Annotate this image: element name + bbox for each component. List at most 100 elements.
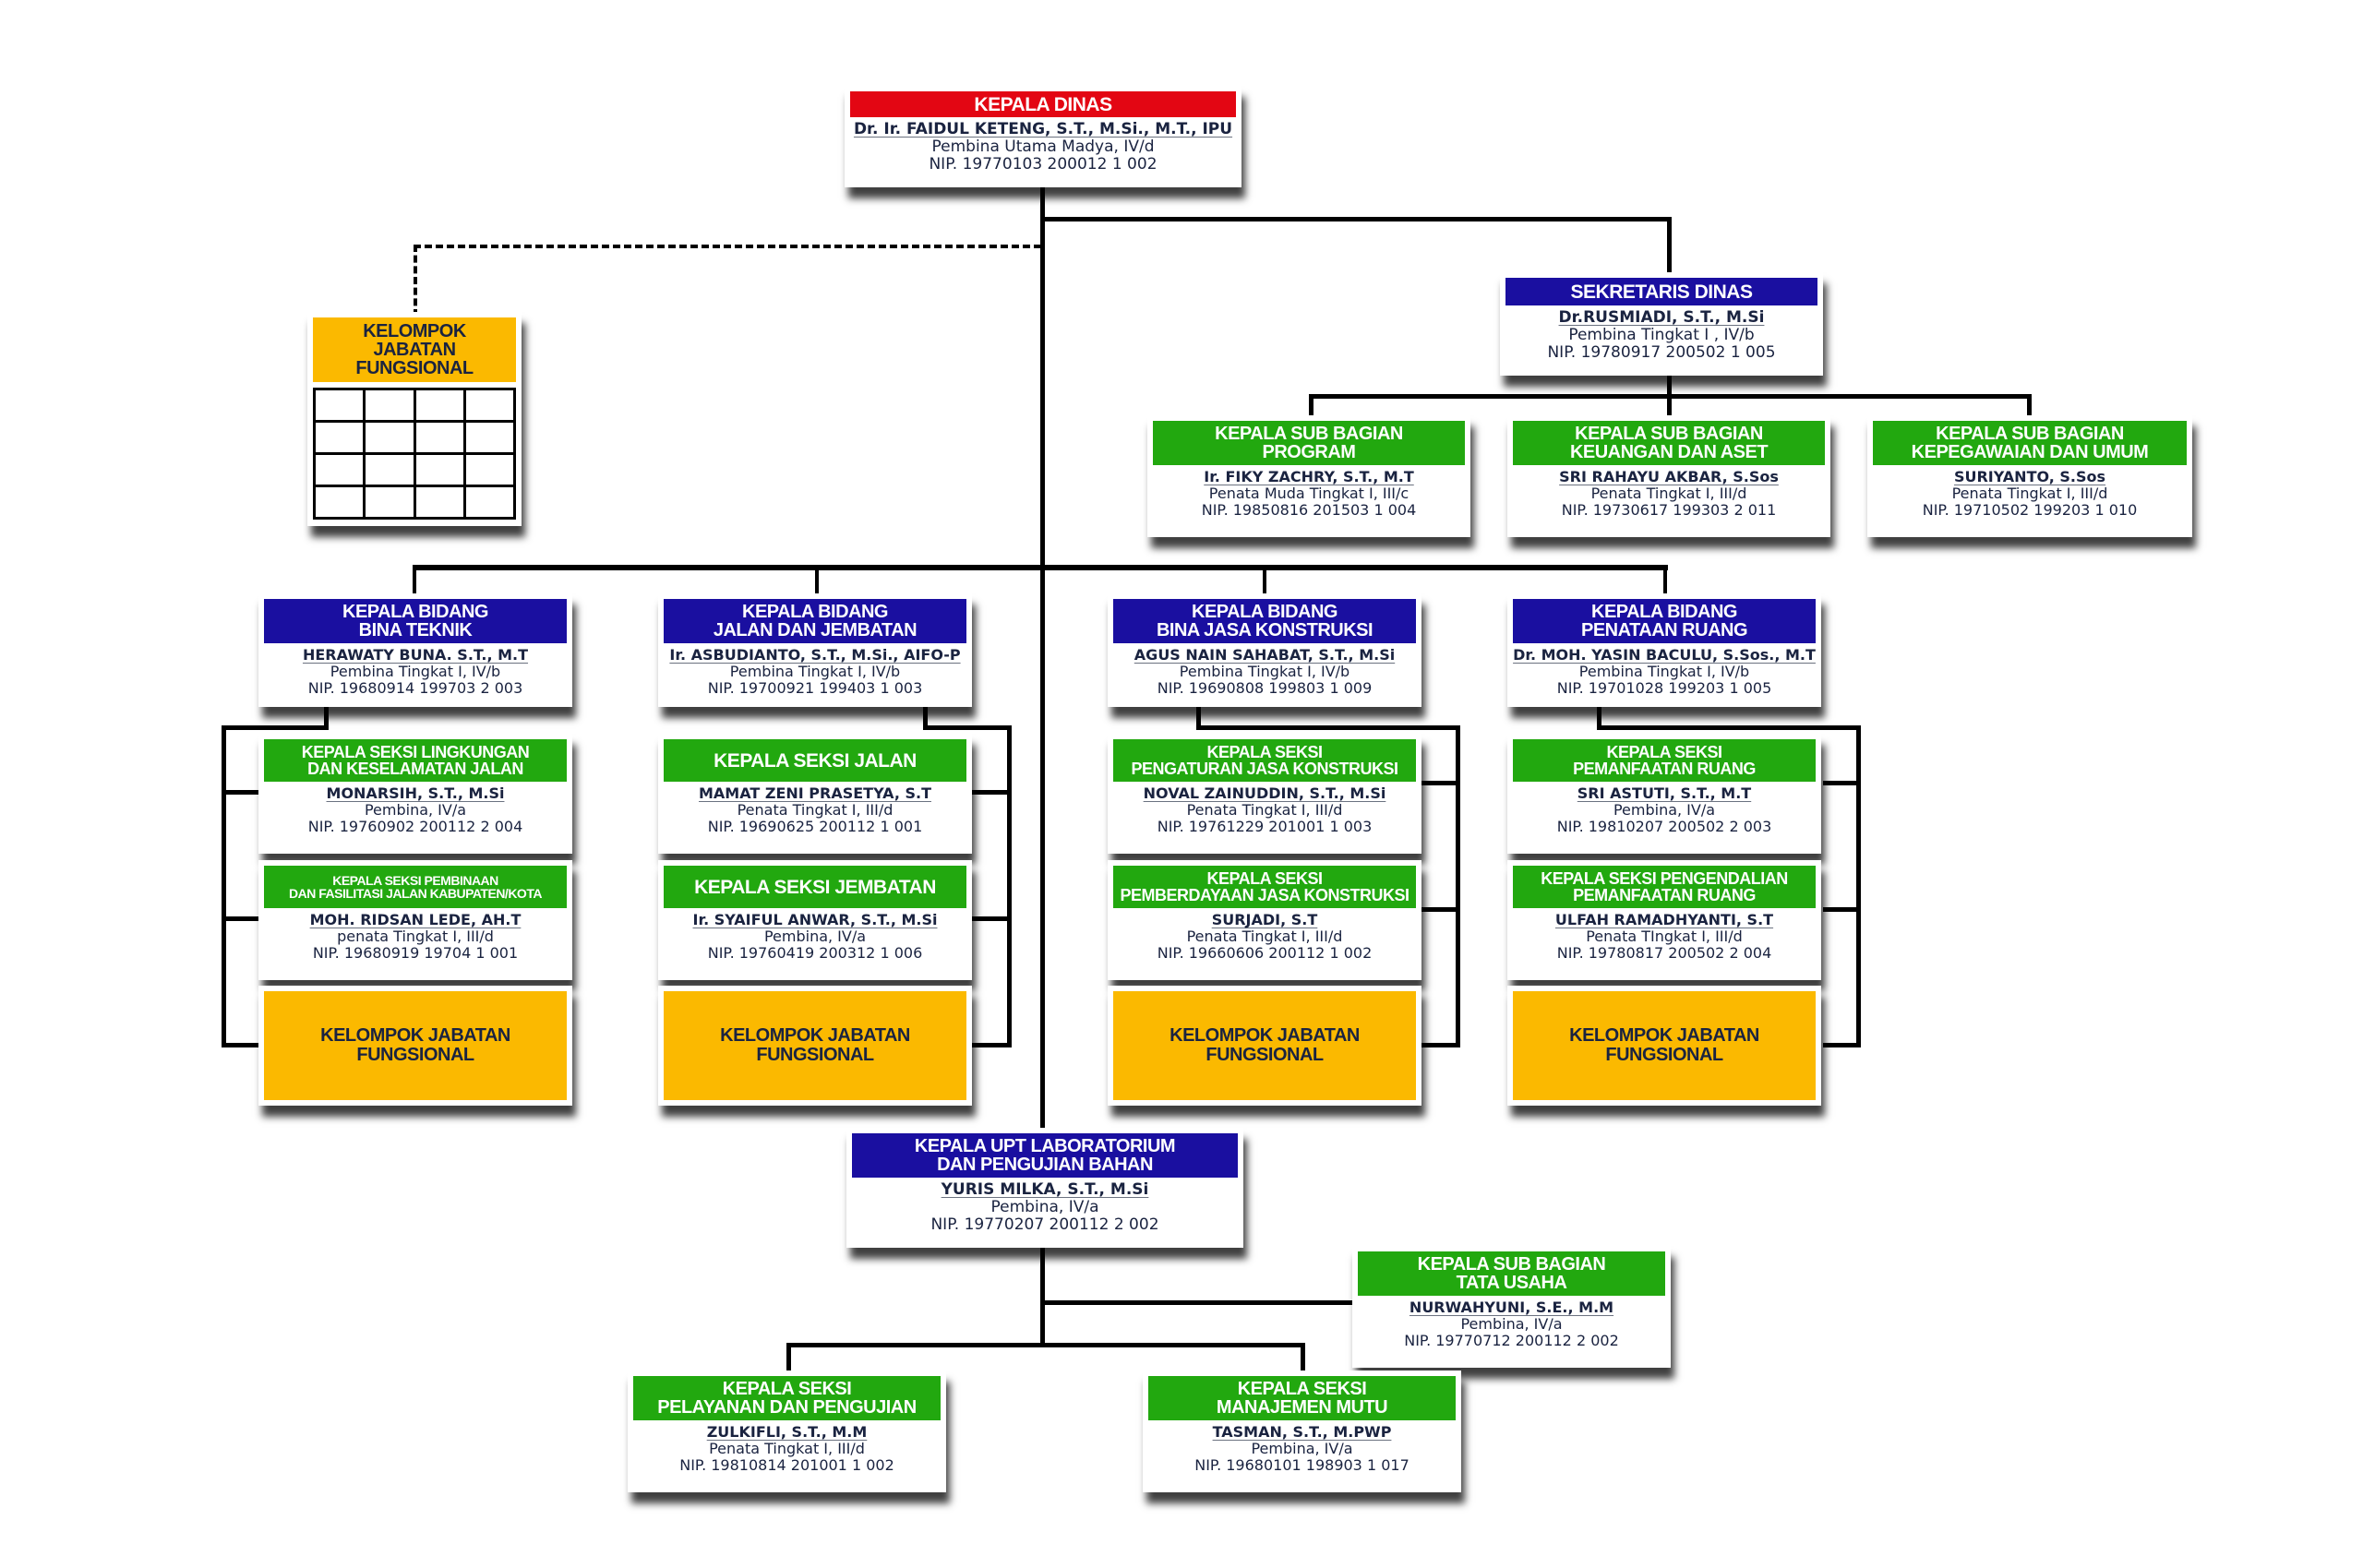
bidang-head-rank: Pembina Tingkat I, IV/b [1179,662,1350,680]
seksi-pelayanan-pengujian-box[interactable]: KEPALA SEKSI PELAYANAN DAN PENGUJIAN ZUL… [628,1371,946,1492]
bidang-title: KEPALA BIDANG PENATAAN RUANG [1513,599,1816,643]
upt-seksi-drop-2 [1301,1343,1305,1374]
b1-tick-2 [222,916,258,921]
bidang-penataan-ruang-box[interactable]: KEPALA BIDANG PENATAAN RUANG Dr. MOH. YA… [1507,593,1821,707]
seksi-rank: Pembina, IV/a [1613,800,1716,819]
kjf-dashed-link-v [414,245,417,317]
seksi-name: SURJADI, S.T [1211,911,1318,928]
kjf-grid [312,388,517,520]
b1-tick-3 [222,1043,258,1047]
kepala-dinas-title: KEPALA DINAS [850,91,1236,117]
b1-spine [222,725,226,1047]
bidang-head-name: AGUS NAIN SAHABAT, S.T., M.Si [1134,646,1396,664]
kjf-label-line: FUNGSIONAL [1205,1045,1324,1065]
kjf-label-line: FUNGSIONAL [356,1045,474,1065]
subbagian-tata-usaha-box[interactable]: KEPALA SUB BAGIAN TATA USAHA NURWAHYUNI,… [1352,1246,1671,1368]
bidang-drop-3 [1263,565,1266,596]
seksi-title: KEPALA SEKSI JEMBATAN [664,866,966,908]
upt-down [1040,1246,1045,1347]
b2-tick-2 [969,916,1012,921]
sekretaris-dinas-box[interactable]: SEKRETARIS DINAS Dr.RUSMIADI, S.T., M.Si… [1500,272,1823,376]
sekretaris-link-h [1040,217,1672,221]
tata-usaha-title: KEPALA SUB BAGIAN TATA USAHA [1358,1251,1665,1296]
kelompok-jabatan-fungsional-box[interactable]: KELOMPOK JABATAN FUNGSIONAL [307,312,522,526]
seksi-rank: Penata TIngkat I, III/d [1586,927,1743,945]
bidang-drop-1 [413,565,416,596]
seksi-name: MAMAT ZENI PRASETYA, S.T [699,784,931,802]
kjf-label-line: KELOMPOK JABATAN [1569,1025,1759,1046]
sekretaris-down [1667,374,1672,397]
bidang-bina-jasa-konstruksi-box[interactable]: KEPALA BIDANG BINA JASA KONSTRUKSI AGUS … [1108,593,1421,707]
b1-top-h [222,725,329,730]
bidang-head-nip: NIP. 19680914 199703 2 003 [307,678,523,697]
subbagian-keuangan-box[interactable]: KEPALA SUB BAGIAN KEUANGAN DAN ASET SRI … [1507,415,1830,537]
bidang-bina-teknik-box[interactable]: KEPALA BIDANG BINA TEKNIK HERAWATY BUNA.… [258,593,572,707]
bidang-head-name: Ir. ASBUDIANTO, S.T., M.Si., AIFO-P [669,646,961,664]
b4-tick-1 [1823,781,1861,785]
b3-down [1196,706,1201,729]
kepala-dinas-box[interactable]: KEPALA DINAS Dr. Ir. FAIDUL KETENG, S.T.… [845,86,1241,187]
b4-tick-3 [1823,1043,1861,1047]
seksi-name: Ir. SYAIFUL ANWAR, S.T., M.Si [692,911,938,928]
b2-top-h [923,725,1012,730]
seksi-manajemen-mutu-nip: NIP. 19680101 198903 1 017 [1194,1455,1409,1474]
b4-top-h [1597,725,1861,730]
kjf-label-line: FUNGSIONAL [756,1045,874,1065]
upt-rank: Pembina, IV/a [990,1198,1099,1217]
seksi-nip: NIP. 19680919 19704 1 001 [312,943,519,962]
upt-name: YURIS MILKA, S.T., M.Si [941,1180,1149,1199]
trunk-line [1040,186,1045,1137]
upt-laboratorium-box[interactable]: KEPALA UPT LABORATORIUM DAN PENGUJIAN BA… [846,1128,1243,1248]
kjf-label-line: KELOMPOK JABATAN [320,1025,510,1046]
kjf-title: KELOMPOK JABATAN FUNGSIONAL [313,317,516,382]
seksi-name: MOH. RIDSAN LEDE, AH.T [309,911,522,928]
seksi-box[interactable]: KEPALA SEKSI JALAN MAMAT ZENI PRASETYA, … [658,734,972,854]
seksi-nip: NIP. 19690625 200112 1 001 [707,817,923,835]
seksi-manajemen-mutu-box[interactable]: KEPALA SEKSI MANAJEMEN MUTU TASMAN, S.T.… [1143,1371,1461,1492]
b2-tick-1 [969,790,1012,795]
seksi-rank: penata Tingkat I, III/d [337,927,494,945]
kepala-dinas-name: Dr. Ir. FAIDUL KETENG, S.T., M.Si., M.T.… [853,120,1233,138]
subbagian-kepegawaian-box[interactable]: KEPALA SUB BAGIAN KEPEGAWAIAN DAN UMUM S… [1867,415,2192,537]
subbagian-program-box[interactable]: KEPALA SUB BAGIAN PROGRAM Ir. FIKY ZACHR… [1147,415,1470,537]
bidang-title: KEPALA BIDANG BINA TEKNIK [264,599,567,643]
seksi-nip: NIP. 19660606 200112 1 002 [1157,943,1373,962]
bidang-drop-4 [1663,565,1667,596]
subbag-drop-3 [2027,394,2032,422]
kjf-label-line: KELOMPOK JABATAN [720,1025,910,1046]
seksi-pelayanan-name: ZULKIFLI, S.T., M.M [706,1423,868,1441]
seksi-pelayanan-title: KEPALA SEKSI PELAYANAN DAN PENGUJIAN [633,1376,941,1420]
b4-down [1597,706,1601,729]
bidang-bar [413,565,1668,570]
sekretaris-link-v [1667,217,1672,277]
b3-top-h [1196,725,1460,730]
subbagian-keuangan-name: SRI RAHAYU AKBAR, S.Sos [1559,468,1779,485]
kjf-label-line: KELOMPOK JABATAN [1170,1025,1360,1046]
tata-usaha-nip: NIP. 19770712 200112 2 002 [1404,1331,1619,1349]
seksi-rank: Penata Tingkat I, III/d [1186,927,1343,945]
b2-down [923,706,928,729]
bidang-jalan-jembatan-box[interactable]: KEPALA BIDANG JALAN DAN JEMBATAN Ir. ASB… [658,593,972,707]
bidang-drop-2 [815,565,819,596]
subbag-drop-2 [1667,394,1672,422]
seksi-nip: NIP. 19780817 200502 2 004 [1556,943,1772,962]
seksi-nip: NIP. 19760902 200112 2 004 [307,817,523,835]
bidang-head-name: HERAWATY BUNA. S.T., M.T [302,646,529,664]
seksi-box[interactable]: KEPALA SEKSI JEMBATAN Ir. SYAIFUL ANWAR,… [658,860,972,980]
kepala-dinas-rank: Pembina Utama Madya, IV/d [931,138,1155,157]
seksi-nip: NIP. 19810207 200502 2 003 [1556,817,1772,835]
